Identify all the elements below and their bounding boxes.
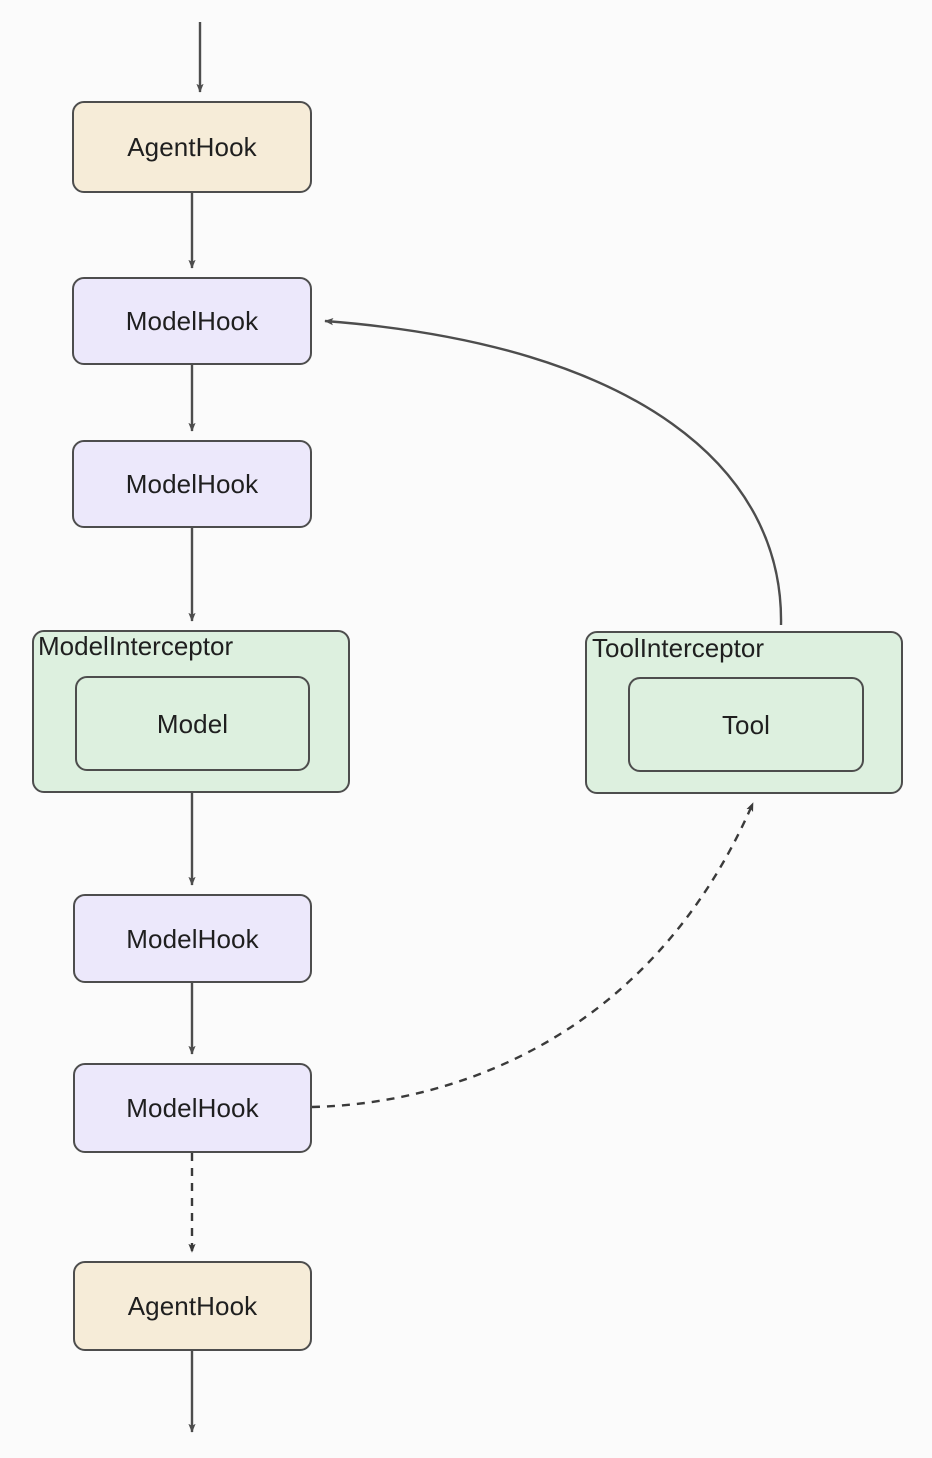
edge-toolinterceptor-to-modelhook1 bbox=[324, 318, 783, 626]
node-label-model-hook-4: ModelHook bbox=[126, 1093, 259, 1123]
node-label-tool: Tool bbox=[721, 709, 771, 740]
node-model-hook-4[interactable]: ModelHook bbox=[73, 1063, 312, 1153]
node-model-hook-2[interactable]: ModelHook bbox=[72, 440, 312, 528]
node-agent-hook-top[interactable]: AgentHook bbox=[72, 101, 312, 193]
group-label-tool-interceptor: ToolInterceptor bbox=[592, 633, 764, 663]
node-label-agent-hook-bottom: AgentHook bbox=[127, 1291, 258, 1321]
node-label-model-hook-3: ModelHook bbox=[126, 923, 259, 954]
node-agent-hook-bottom[interactable]: AgentHook bbox=[73, 1261, 312, 1351]
node-model-hook-1[interactable]: ModelHook bbox=[72, 277, 312, 365]
group-label-model-interceptor: ModelInterceptor bbox=[38, 631, 234, 661]
node-model-hook-3[interactable]: ModelHook bbox=[73, 894, 312, 983]
node-label-model-hook-1: ModelHook bbox=[125, 306, 259, 336]
node-label-model-hook-2: ModelHook bbox=[125, 469, 259, 499]
node-label-model: Model bbox=[156, 708, 229, 739]
node-model[interactable]: Model bbox=[75, 676, 310, 771]
node-label-agent-hook-top: AgentHook bbox=[127, 132, 257, 162]
node-tool[interactable]: Tool bbox=[628, 677, 864, 772]
edge-modelhook4-to-toolinterceptor bbox=[311, 802, 755, 1109]
